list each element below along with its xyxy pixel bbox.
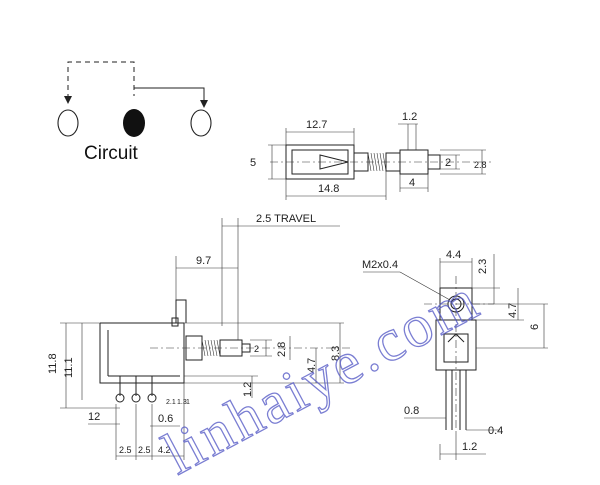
dim-thread: M2x0.4 [362,259,398,271]
dim-end-total: 6 [529,324,541,330]
dim-top-pin-pitch: 1.2 [402,111,417,123]
dim-end-lead-b: 0.4 [488,425,503,437]
dim-end-lead: 0.8 [404,405,419,417]
dim-stem-h: 2.8 [276,342,288,357]
dim-base-gap: 1.2 [242,382,254,397]
dim-shaft-center: 4.7 [306,358,318,373]
dim-top-pin-width: 2 [445,157,451,169]
dim-small-a: 2.1 [166,399,176,406]
dim-end-width: 4.4 [446,249,461,261]
dim-pitch-b: 2.5 [138,445,151,455]
dim-pitch-c: 4.2 [158,445,171,455]
end-view: M2x0.4 4.4 2.3 4.7 6 0.8 0.4 1.2 [362,249,548,460]
dim-pitch-a: 2.5 [119,445,132,455]
dim-small-c: 1 [186,399,190,406]
dim-end-center: 4.7 [507,303,519,318]
top-view: 12.7 14.8 5 1.2 2 2.8 4 [250,111,492,200]
dim-travel: 2.5 TRAVEL [256,213,316,225]
dim-top-length: 12.7 [306,119,327,131]
dim-stem-dia: 2 [254,344,259,354]
circuit-symbol: Circuit [57,61,212,164]
dim-end-lead-pitch: 1.2 [462,441,477,453]
dim-stem-offset: 9.7 [196,255,211,267]
dim-height-body: 11.1 [63,357,75,378]
dim-height-total: 11.8 [47,353,59,374]
circuit-terminal-common [123,109,145,137]
dim-top-overall: 14.8 [318,183,339,195]
side-view: 2.5 TRAVEL 9.7 11.8 11.1 2 2.8 8.3 4.7 1… [47,213,352,460]
dim-stem-total: 8.3 [330,346,342,361]
dim-small-b: 1.3 [177,399,187,406]
dim-pin-offset: 12 [88,411,100,423]
circuit-terminal-right [190,109,212,137]
dim-top-height: 5 [250,157,256,169]
dim-pin-width: 0.6 [158,413,173,425]
circuit-terminal-left [57,109,79,137]
dim-top-tip: 4 [409,177,415,189]
dim-end-top: 2.3 [477,259,489,274]
dim-top-pin-height: 2.8 [474,160,487,170]
circuit-label: Circuit [84,143,139,164]
